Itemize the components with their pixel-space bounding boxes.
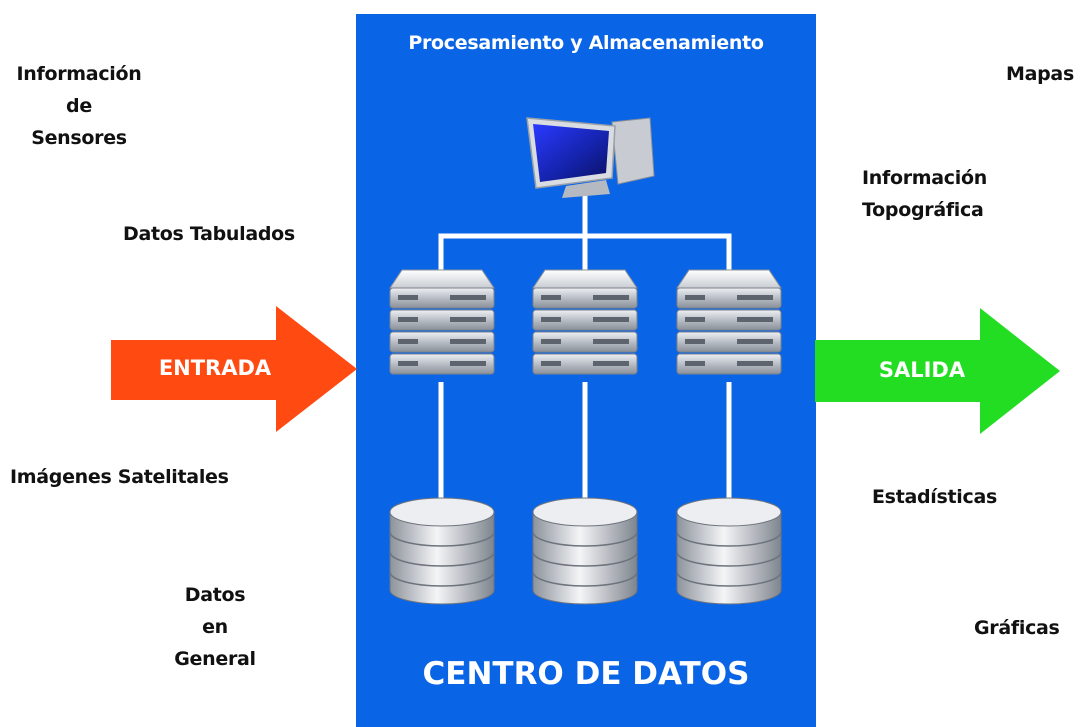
output-arrow-label: SALIDA <box>878 358 966 382</box>
output-statistics: Estadísticas <box>872 486 998 508</box>
database-icon <box>532 497 638 605</box>
rack-server-icon <box>532 269 638 375</box>
rack-server-icon <box>389 269 495 375</box>
database-icon <box>389 497 495 605</box>
output-maps: Mapas <box>1006 63 1074 85</box>
output-arrow <box>815 308 1060 434</box>
panel-title: Procesamiento y Almacenamiento <box>408 32 764 54</box>
input-satellite-images: Imágenes Satelitales <box>10 466 229 488</box>
output-graphics: Gráficas <box>974 617 1060 639</box>
database-icon <box>676 497 782 605</box>
input-sensor-info: Información de Sensores <box>16 63 142 149</box>
connection-lines <box>438 196 732 500</box>
input-general-data: Datos en General <box>174 584 256 670</box>
input-arrow-label: ENTRADA <box>158 356 272 380</box>
panel-footer: CENTRO DE DATOS <box>422 656 750 692</box>
output-topographic-info: Información Topográfica <box>862 167 987 221</box>
input-arrow <box>111 306 357 432</box>
rack-server-icon <box>676 269 782 375</box>
desktop-computer-icon <box>526 117 655 198</box>
input-tabulated-data: Datos Tabulados <box>123 223 295 245</box>
